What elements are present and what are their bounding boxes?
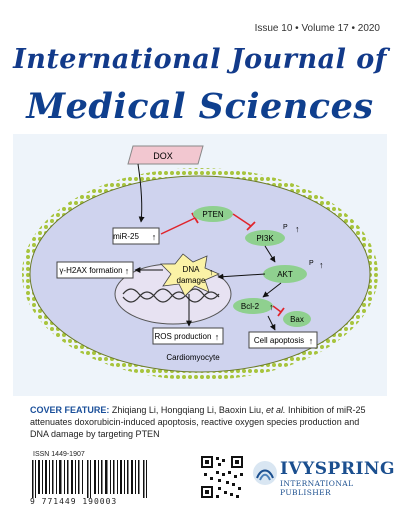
- journal-title-line1: International Journal of: [13, 44, 387, 75]
- journal-title-line2: Medical Sciences: [26, 86, 374, 127]
- mir25-inhibition: [160, 217, 196, 235]
- dna-strand: [122, 288, 220, 300]
- apoptosis-box: [248, 331, 318, 349]
- cover-figure: DOX miR-25 ↑ PTEN PI3K P ↑ AKT P ↑ Bcl-2…: [13, 134, 387, 396]
- bax-node: [283, 311, 311, 327]
- cover-feature-label: COVER FEATURE:: [30, 405, 110, 415]
- dox-label: DOX: [153, 151, 173, 161]
- pten-label: PTEN: [202, 210, 224, 219]
- mir25-box: [112, 227, 160, 245]
- pi3k-label: PI3K: [256, 234, 274, 243]
- svg-text:P: P: [309, 260, 314, 267]
- svg-text:↑: ↑: [319, 260, 324, 270]
- publisher-subtitle: INTERNATIONAL PUBLISHER: [280, 479, 354, 497]
- issn: ISSN 1449-1907: [33, 451, 85, 458]
- cardiomyocyte-label: Cardiomyocyte: [166, 353, 220, 362]
- akt-label: AKT: [277, 270, 293, 279]
- mir25-label: miR-25: [113, 232, 139, 241]
- svg-text:↑: ↑: [209, 267, 214, 277]
- ros-label: ROS production: [155, 332, 212, 341]
- cover-description: Inhibition of miR-25 attenuates doxorubi…: [30, 405, 366, 439]
- issue-line: Issue 10 • Volume 17 • 2020: [254, 23, 380, 34]
- dna-damage-line1: DNA: [183, 265, 201, 274]
- pten-node: [193, 206, 233, 222]
- svg-text:↑: ↑: [125, 266, 130, 276]
- bcl2-node: [233, 298, 273, 314]
- qr-code: [200, 455, 244, 499]
- dox-box: [127, 145, 204, 165]
- h2ax-box: [56, 261, 134, 279]
- cover-feature: COVER FEATURE: Zhiqiang Li, Hongqiang Li…: [30, 404, 374, 440]
- dna-damage-burst: [160, 253, 221, 297]
- svg-text:P: P: [283, 224, 288, 231]
- svg-text:↑: ↑: [152, 232, 157, 242]
- svg-text:↑: ↑: [309, 336, 314, 346]
- cover-etal: et al.: [265, 405, 286, 415]
- pi3k-node: [245, 230, 285, 246]
- h2ax-label: γ-H2AX formation: [59, 266, 122, 275]
- akt-node: [263, 265, 307, 283]
- apoptosis-label: Cell apoptosis: [254, 336, 304, 345]
- svg-text:↑: ↑: [295, 224, 300, 234]
- barcode-number: 9 771449 190003: [30, 497, 118, 506]
- bax-label: Bax: [290, 315, 304, 324]
- bcl2-label: Bcl-2: [241, 302, 260, 311]
- barcode: [32, 460, 147, 498]
- ros-box: [152, 327, 224, 345]
- dna-damage-line2: damage: [177, 276, 206, 285]
- svg-text:↑: ↑: [269, 302, 274, 312]
- svg-text:↑: ↑: [215, 332, 220, 342]
- cover-authors: Zhiqiang Li, Hongqiang Li, Baoxin Liu,: [111, 405, 264, 415]
- publisher-name: IVYSPRING: [280, 459, 395, 479]
- ivyspring-logo-icon: [253, 461, 277, 485]
